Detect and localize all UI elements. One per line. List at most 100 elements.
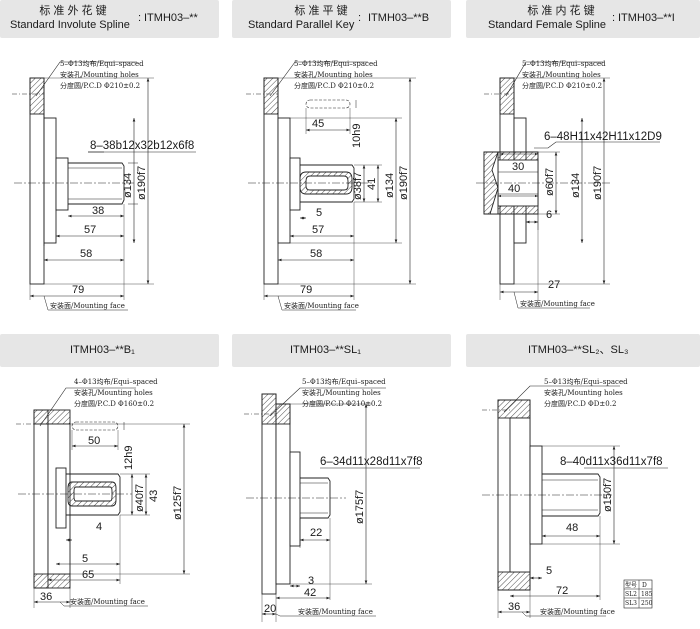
tab-en-title: Standard Parallel Key — [248, 19, 355, 31]
note-holes: 5–Φ13均布/Equi–spaced — [544, 377, 628, 386]
dim-48: 48 — [566, 522, 578, 534]
mounting-face-label: 安装面/Mounting face — [284, 301, 359, 310]
dim-dia-60: ø60f7 — [544, 168, 556, 196]
tab-sep: : — [612, 12, 616, 24]
dim-20: 20 — [264, 603, 276, 615]
dim-10h9: 10h9 — [351, 124, 363, 148]
dim-dia-134: ø134 — [570, 173, 582, 198]
dim-72: 72 — [556, 585, 568, 597]
note-holes: 4–Φ13均布/Equi–spaced — [74, 377, 158, 386]
dim-57: 57 — [312, 224, 324, 236]
model-table — [623, 579, 653, 609]
dim-dia-134: ø134 — [122, 173, 134, 198]
drawing-involute-spline — [12, 61, 196, 311]
dim-65: 65 — [82, 569, 94, 581]
dim-dia-125: ø125f7 — [172, 486, 184, 520]
dim-dia-190: ø190f7 — [398, 166, 410, 200]
dim-dia-190: ø190f7 — [592, 166, 604, 200]
tab-en-title: Standard Involute Spline — [10, 19, 130, 31]
tab-cn-title: 标 准 外 花 键 — [39, 5, 107, 17]
table-cell-sl3: SL3 — [625, 600, 637, 607]
tab-sep: : — [358, 12, 362, 24]
tab-code: ITMH03–** — [144, 12, 198, 24]
dim-dia-190: ø190f7 — [136, 166, 148, 200]
dim-43: 43 — [148, 490, 160, 502]
note-mounting-holes: 安装孔/Mounting holes — [60, 70, 139, 79]
note-pcd: 分度圆/P.C.D Φ210±0.2 — [302, 399, 382, 408]
dim-41: 41 — [366, 178, 378, 190]
dim-38: 38 — [92, 205, 104, 217]
dim-30: 30 — [512, 161, 524, 173]
table-cell-185: 185 — [641, 591, 653, 598]
note-pcd: 分度圆/P.C.D Φ160±0.2 — [74, 399, 154, 408]
note-holes: 5–Φ13均布/Equi–spaced — [60, 59, 144, 68]
tab-code: ITMH03–**SL₂、SL₃ — [528, 344, 629, 356]
mounting-face-label: 安装面/Mounting face — [540, 607, 615, 616]
dim-36: 36 — [508, 601, 520, 613]
tab-code: ITMH03–**B₁ — [70, 344, 135, 356]
mounting-face-label: 安装面/Mounting face — [70, 597, 145, 606]
dim-57: 57 — [84, 224, 96, 236]
dim-dia-175: ø175f7 — [354, 490, 366, 524]
drawing-b1 — [16, 387, 190, 608]
dim-dia-150: ø150f7 — [602, 478, 614, 512]
spline-spec: 6–34d11x28d11x7f8 — [320, 456, 423, 468]
drawing-sl1 — [244, 387, 420, 622]
dim-dia-134: ø134 — [384, 173, 396, 198]
spline-spec: 8–40d11x36d11x7f8 — [560, 456, 663, 468]
note-pcd: 分度圆/P.C.D Φ210±0.2 — [294, 81, 374, 90]
note-mounting-holes: 安装孔/Mounting holes — [74, 388, 153, 397]
table-cell-sl2: SL2 — [625, 591, 637, 598]
note-holes: 5–Φ13均布/Equi–spaced — [522, 59, 606, 68]
dim-5: 5 — [82, 553, 88, 565]
dim-42: 42 — [304, 587, 316, 599]
dim-79: 79 — [300, 284, 312, 296]
mounting-face-label: 安装面/Mounting face — [50, 301, 125, 310]
dim-50: 50 — [88, 435, 100, 447]
dim-45: 45 — [312, 118, 324, 130]
dim-6: 6 — [546, 209, 552, 221]
note-pcd: 分度圆/P.C.D Φ210±0.2 — [522, 81, 602, 90]
dim-40: 40 — [508, 183, 520, 195]
dim-5: 5 — [316, 207, 322, 219]
note-pcd: 分度圆/P.C.D Φ210±0.2 — [60, 81, 140, 90]
dim-27: 27 — [548, 279, 560, 291]
spline-spec: 8–38b12x32b12x6f8 — [90, 140, 194, 152]
table-header-model: 型号 — [625, 581, 637, 589]
dim-12h9: 12h9 — [123, 446, 135, 470]
note-mounting-holes: 安装孔/Mounting holes — [544, 388, 623, 397]
tab-sl1: ITMH03–**SL₁ — [232, 334, 451, 367]
note-holes: 5–Φ13均布/Equi–spaced — [302, 377, 386, 386]
dim-58: 58 — [310, 248, 322, 260]
tab-cn-title: 标 准 平 键 — [294, 5, 348, 17]
mounting-face-label: 安装面/Mounting face — [520, 299, 595, 308]
table-cell-250: 250 — [641, 600, 653, 607]
dim-79: 79 — [72, 284, 84, 296]
tab-code: ITMH03–**I — [618, 12, 675, 24]
note-mounting-holes: 安装孔/Mounting holes — [294, 70, 373, 79]
note-holes: 5–Φ13均布/Equi–spaced — [294, 59, 378, 68]
tab-involute-spline: 标 准 外 花 键 Standard Involute Spline : ITM… — [0, 0, 219, 38]
note-mounting-holes: 安装孔/Mounting holes — [302, 388, 381, 397]
tab-cn-title: 标 准 内 花 键 — [527, 5, 595, 17]
table-header-d: D — [642, 582, 647, 589]
drawing-parallel-key — [246, 61, 416, 311]
tab-en-title: Standard Female Spline — [488, 19, 607, 31]
tab-female-spline: 标 准 内 花 键 Standard Female Spline : ITMH0… — [466, 0, 700, 38]
dim-4: 4 — [96, 521, 102, 533]
dim-58: 58 — [80, 248, 92, 260]
dim-3: 3 — [308, 575, 314, 587]
tab-parallel-key: 标 准 平 键 Standard Parallel Key : ITMH03–*… — [232, 0, 451, 38]
tab-code: ITMH03–**SL₁ — [290, 344, 361, 356]
note-pcd: 分度圆/P.C.D ΦD±0.2 — [544, 399, 616, 408]
drawing-sl2-sl3 — [482, 385, 668, 618]
dim-dia-38: ø38f7 — [352, 172, 364, 200]
dim-5: 5 — [546, 565, 552, 577]
mounting-face-label: 安装面/Mounting face — [298, 607, 373, 616]
dim-22: 22 — [310, 527, 322, 539]
tab-b1: ITMH03–**B₁ — [0, 334, 219, 367]
tab-sl2-sl3: ITMH03–**SL₂、SL₃ — [466, 334, 700, 367]
tab-code: ITMH03–**B — [368, 12, 430, 24]
spline-spec: 6–48H11x42H11x12D9 — [544, 131, 662, 143]
